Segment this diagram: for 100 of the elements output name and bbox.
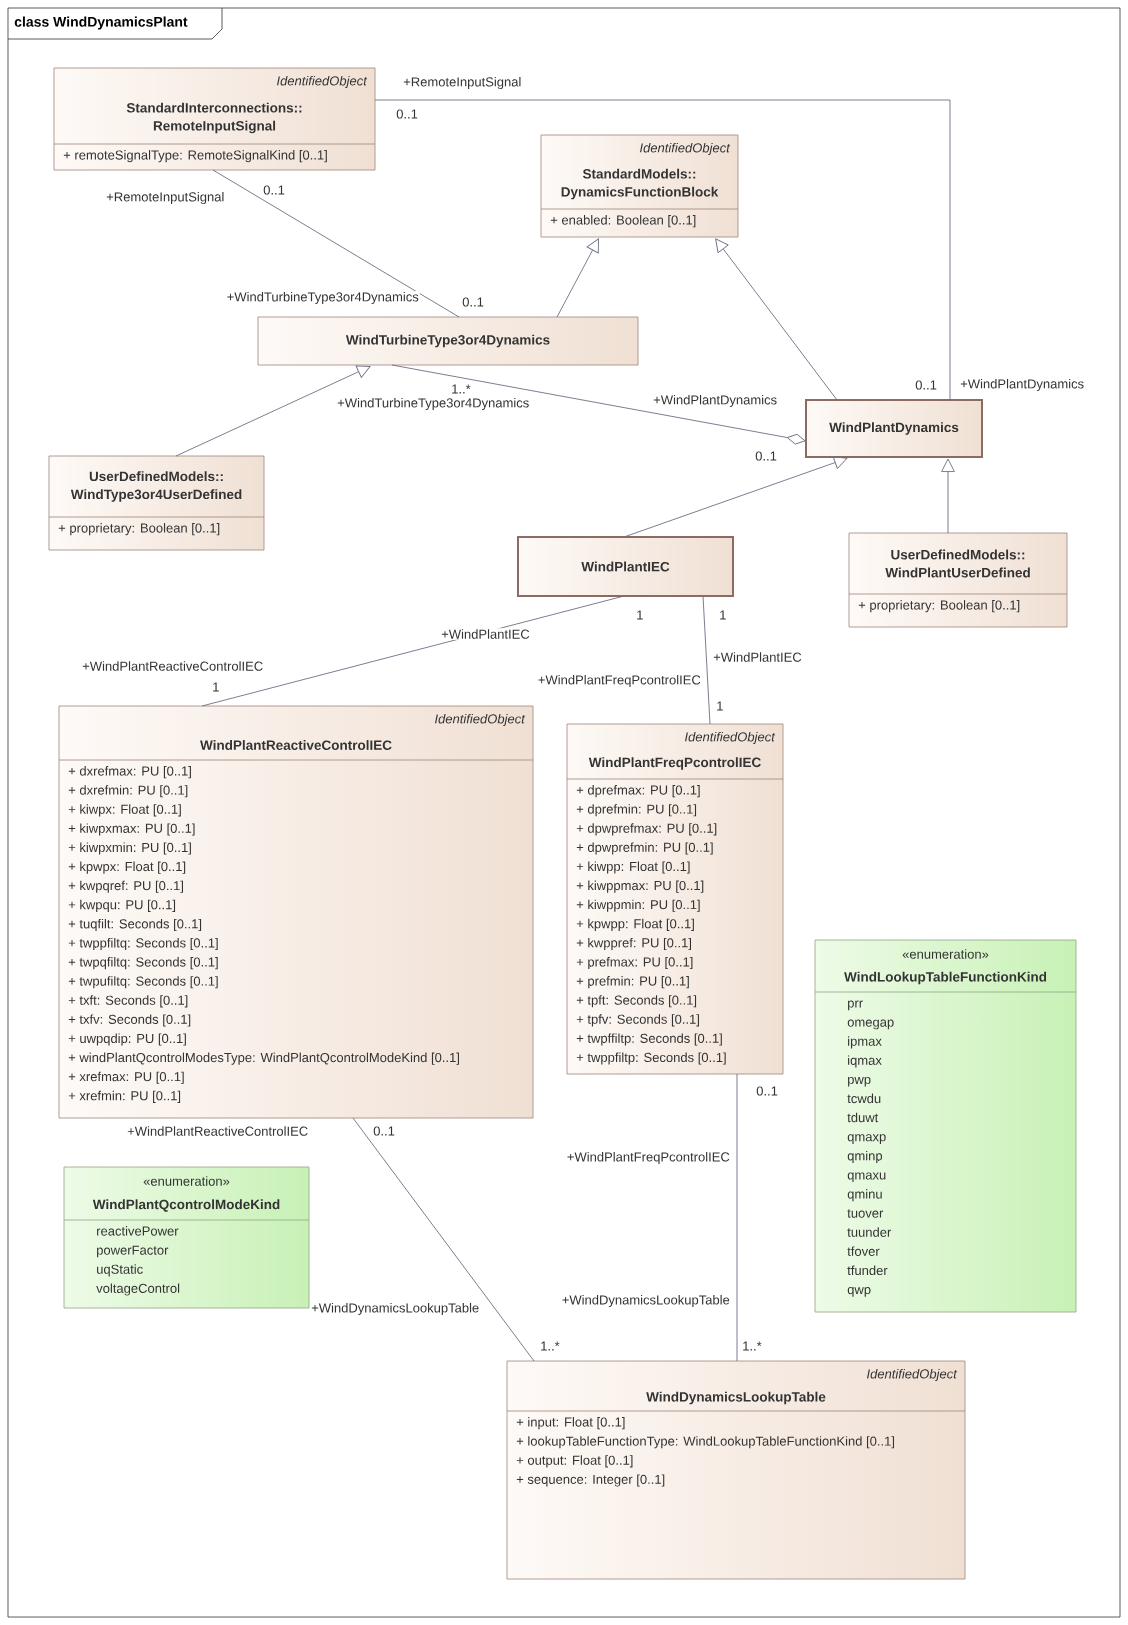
stereotype-label: IdentifiedObject [685,731,776,745]
attribute-text: + input: Float [0..1] [516,1417,625,1430]
attribute-text: + lookupTableFunctionType: WindLookupTableFunctionKind [0..1] [516,1436,895,1449]
stereotype-label: IdentifiedObject [277,75,368,89]
class-name: StandardInterconnections:: RemoteInputSignal [126,102,302,134]
enum-literal: tcwdu [847,1093,881,1104]
attribute-text: + kiwpx: Float [0..1] [68,804,181,817]
enum-literal: iqmax [848,1055,882,1068]
class-name: WindPlantFreqPcontrolIEC [588,757,761,770]
attribute-text: + dprefmax: PU [0..1] [576,785,700,798]
enum-literal: voltageControl [96,1283,180,1296]
attribute-text: + kiwpxmin: PU [0..1] [68,842,191,855]
attribute-text: + dpwprefmin: PU [0..1] [576,842,713,855]
role-label: +RemoteInputSignal [402,75,523,91]
class-name: WindDynamicsLookupTable [646,1391,826,1405]
stereotype-label: IdentifiedObject [640,142,731,156]
association-line [374,99,951,401]
attribute-text: + dxrefmin: PU [0..1] [68,785,188,798]
enum-literal: qmaxu [847,1172,886,1183]
generalization-arrow [175,365,371,457]
class-name: WindPlantQcontrolModeKind [92,1199,280,1212]
attribute-text: + xrefmin: PU [0..1] [68,1090,181,1103]
attribute-text: + kiwpp: Float [0..1] [576,861,690,874]
attribute-text: + tuqfilt: Seconds [0..1] [68,918,202,931]
enum-literal: tfover [847,1246,880,1256]
multiplicity-label: 1 [635,609,645,621]
attribute-text: + kwpqu: PU [0..1] [68,899,176,912]
multiplicity-label: 0..1 [754,450,778,462]
stereotype-label: IdentifiedObject [435,713,526,727]
generalization-arrow [715,238,838,401]
class-name: WindLookupTableFunctionKind [844,971,1047,985]
multiplicity-label: 1 [715,700,725,712]
association-line [212,169,460,318]
enum-literal: qminu [847,1189,882,1202]
attribute-text: + kiwppmax: PU [0..1] [576,880,704,893]
enum-literal: powerFactor [97,1245,169,1258]
class-name: UserDefinedModels:: WindPlantUserDefined [885,549,1030,578]
class-name: WindPlantDynamics [829,422,959,435]
role-label: +WindPlantIEC [712,651,803,663]
generalization-arrow [623,456,848,538]
class-name: StandardModels:: DynamicsFunctionBlock [561,168,719,200]
enum-literal: uqStatic [97,1264,143,1277]
class-name: UserDefinedModels:: WindType3or4UserDefined [70,471,242,502]
attribute-text: + remoteSignalType: RemoteSignalKind [0..1] [63,150,327,163]
class-name: WindTurbineType3or4Dynamics [345,334,550,348]
association-line [736,1073,738,1362]
stereotype-label: IdentifiedObject [867,1368,958,1382]
multiplicity-label: 1 [718,609,728,621]
attribute-text: + tpft: Seconds [0..1] [576,995,697,1008]
role-label: +WindPlantReactiveControlIEC [81,660,265,672]
attribute-text: + uwpqdip: PU [0..1] [68,1033,186,1046]
attribute-text: + dxrefmax: PU [0..1] [68,766,191,779]
attribute-text: + twppfiltp: Seconds [0..1] [576,1052,726,1065]
attribute-text: + kpwpp: Float [0..1] [576,918,694,931]
enum-literal: qminp [847,1150,883,1163]
attribute-text: + tpfv: Seconds [0..1] [576,1014,699,1027]
role-label: +WindPlantFreqPcontrolIEC [536,673,702,689]
multiplicity-label: 0..1 [461,296,485,308]
multiplicity-label: 1..* [539,1340,561,1352]
role-label: +WindDynamicsLookupTable [560,1293,731,1309]
attribute-text: + proprietary: Boolean [0..1] [858,600,1020,613]
attribute-text: + windPlantQcontrolModesType: WindPlantQcontrolModeKind [0..1] [68,1052,459,1065]
enum-literal: reactivePower [97,1226,179,1236]
attribute-text: + kwpqref: PU [0..1] [68,880,183,893]
enum-literal: tfunder [847,1265,888,1276]
multiplicity-label: 0..1 [755,1085,779,1097]
aggregation-line [391,364,806,445]
attribute-text: + dpwprefmax: PU [0..1] [576,823,717,836]
class-name: WindPlantIEC [581,561,670,572]
attribute-text: + enabled: Boolean [0..1] [550,215,696,228]
attribute-text: + kwppref: PU [0..1] [576,937,691,950]
role-label: +WindPlantReactiveControlIEC [126,1125,310,1137]
attribute-text: + txft: Seconds [0..1] [68,995,188,1008]
stereotype-label: «enumeration» [143,1176,230,1186]
enum-literal: tduwt [847,1112,879,1123]
attribute-text: + twpufiltq: Seconds [0..1] [68,976,218,989]
attribute-text: + kiwppmin: PU [0..1] [576,899,700,912]
role-label: +WindPlantIEC [440,628,531,640]
enum-literal: ipmax [848,1036,882,1049]
enum-literal: qwp [847,1287,871,1297]
role-label: +WindPlantDynamics [959,377,1086,393]
stereotype-label: «enumeration» [902,949,989,959]
role-label: +WindPlantFreqPcontrolIEC [565,1150,731,1166]
attribute-text: + sequence: Integer [0..1] [516,1474,665,1487]
attribute-text: + output: Float [0..1] [516,1455,633,1468]
enum-literal: prr [848,1000,863,1011]
attribute-text: + twppfiltq: Seconds [0..1] [68,938,218,951]
role-label: +WindTurbineType3or4Dynamics [336,396,531,412]
attribute-text: + twpffiltp: Seconds [0..1] [576,1033,722,1046]
attribute-text: + kpwpx: Float [0..1] [68,861,186,874]
attribute-text: + xrefmax: PU [0..1] [68,1071,184,1084]
title-tab: class WindDynamicsPlant [7,7,223,40]
multiplicity-label: 1 [211,681,221,693]
generalization-arrow [941,458,955,534]
role-label: +WindDynamicsLookupTable [310,1301,481,1317]
association-line [201,595,625,707]
attribute-text: + proprietary: Boolean [0..1] [58,523,220,536]
role-label: +WindPlantDynamics [652,393,779,409]
association-line [352,1117,535,1362]
multiplicity-label: 1..* [741,1340,763,1352]
